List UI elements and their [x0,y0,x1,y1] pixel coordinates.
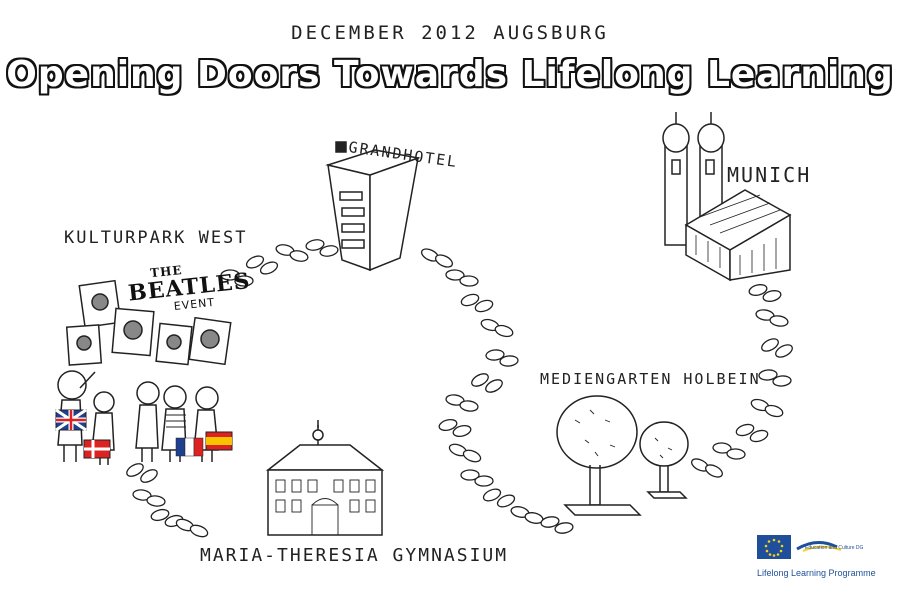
location-label-kulturpark: KULTURPARK WEST [64,228,248,248]
footprint [540,516,560,528]
footprint [482,488,502,502]
footprint [140,469,158,483]
footprint [289,250,309,262]
location-label-mediengarten: MEDIENGARTEN HOLBEIN [540,370,761,388]
footprint [319,245,339,257]
footprints-path [126,239,793,538]
footprint [305,239,325,251]
footprint [758,369,778,381]
gymnasium-building [265,420,385,536]
footprint [459,275,479,287]
footprint [462,449,482,463]
footprint [259,261,279,275]
footprint [762,290,782,302]
footprint [189,524,209,538]
footprint [452,424,472,438]
footprint [712,442,732,454]
flag-denmark-icon [83,439,111,459]
footprint [775,344,793,358]
footprint [485,349,505,361]
footprint [499,355,519,367]
footprint [460,469,480,481]
page-title: Opening Doors Towards Lifelong Learning [6,54,894,95]
footprint [554,522,574,534]
mediengarten-trees [556,395,689,516]
footprint [471,373,489,387]
footprint [769,315,789,327]
flag-spain-icon [205,431,233,451]
flag-france-icon [175,437,204,457]
footprint [220,269,240,281]
footprint [726,448,746,460]
footprint [749,429,769,443]
footprint [764,404,784,418]
footprint [474,475,494,487]
footprint [150,508,170,522]
footprint [438,418,458,432]
footprint [434,254,454,268]
footprint [494,324,514,338]
footprint [772,375,792,387]
header-date: DECEMBER 2012 AUGSBURG [291,22,609,44]
munich-cathedral [662,112,792,282]
footprint [474,299,494,313]
location-label-maria-theresia: MARIA-THERESIA GYMNASIUM [200,545,509,566]
footprint [460,293,480,307]
lifelong-learning-swoosh-icon [796,541,838,551]
grandhotel-building [325,141,421,272]
footprint [735,423,755,437]
flag-uk-icon [55,408,87,432]
footprint [485,379,503,393]
location-label-munich: MUNICH [727,163,812,187]
footprint [761,338,779,352]
footprint [748,284,768,296]
footprint [126,463,144,477]
programme-label: Lifelong Learning Programme [757,568,876,578]
footprint [496,494,516,508]
beatles-sign: THE BEATLES EVENT [125,257,252,320]
footprint [445,269,465,281]
footprint [459,400,479,412]
footprint [234,275,254,287]
beatles-frames [65,279,232,366]
footprint [245,255,265,269]
eu-dg-label: Education and Culture DG [805,545,864,551]
eu-logo [757,535,842,559]
footprint [146,495,166,507]
footprint [705,464,723,478]
